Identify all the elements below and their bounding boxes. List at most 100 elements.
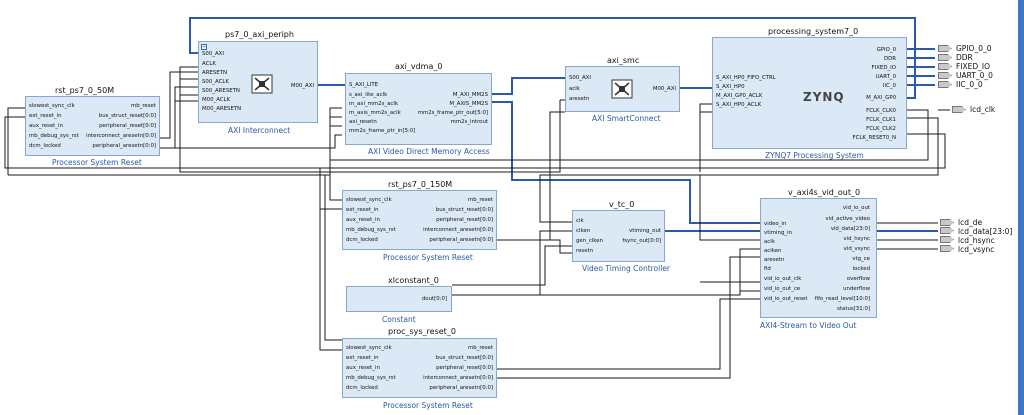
- port-in[interactable]: S_AXI_HP0_ACLK: [716, 102, 762, 108]
- port-in[interactable]: fid: [764, 266, 771, 272]
- port-in[interactable]: vid_io_out_ce: [764, 286, 801, 292]
- port-out[interactable]: M_AXI_GP0: [866, 95, 896, 101]
- port-in[interactable]: slowest_sync_clk: [346, 345, 392, 351]
- port-in[interactable]: vid_io_out_reset: [764, 296, 808, 302]
- port-in[interactable]: slowest_sync_clk: [346, 197, 392, 203]
- block-axi-vdma-0[interactable]: S_AXI_LITE s_axi_lite_aclk m_axi_mm2s_ac…: [345, 73, 492, 145]
- port-in[interactable]: ARESETN: [202, 70, 227, 76]
- port-out[interactable]: underflow: [843, 286, 870, 292]
- block-rst-ps7-0-50m[interactable]: slowest_sync_clk ext_reset_in aux_reset_…: [25, 96, 160, 156]
- port-in[interactable]: dcm_locked: [346, 385, 378, 391]
- port-in[interactable]: dcm_locked: [346, 237, 378, 243]
- port-out[interactable]: vtg_ce: [852, 256, 870, 262]
- port-out[interactable]: vtiming_out: [629, 228, 661, 234]
- port-in[interactable]: S00_AXI: [569, 75, 591, 81]
- external-port-lcd-data[interactable]: lcd_data[23:0]: [958, 227, 1013, 236]
- port-out[interactable]: peripheral_reset[0:0]: [99, 123, 156, 129]
- port-in[interactable]: aclken: [764, 248, 782, 254]
- port-out[interactable]: mb_reset: [467, 345, 493, 351]
- port-out[interactable]: IIC_0: [882, 83, 896, 89]
- port-out[interactable]: interconnect_aresetn[0:0]: [423, 227, 493, 233]
- external-port-fixed-io[interactable]: FIXED_IO: [956, 62, 991, 71]
- port-out[interactable]: FCLK_CLK2: [866, 126, 896, 132]
- port-out[interactable]: status[31:0]: [837, 306, 870, 312]
- port-in[interactable]: aclk: [764, 239, 775, 245]
- port-in[interactable]: aux_reset_in: [346, 217, 380, 223]
- port-out[interactable]: FCLK_CLK1: [866, 117, 896, 123]
- port-out[interactable]: FCLK_RESET0_N: [852, 135, 896, 141]
- external-port-iic[interactable]: IIC_0_0: [956, 80, 983, 89]
- port-in[interactable]: aux_reset_in: [346, 365, 380, 371]
- port-in[interactable]: s_axi_lite_aclk: [349, 92, 388, 98]
- port-in[interactable]: m_axi_mm2s_aclk: [349, 101, 398, 107]
- port-in[interactable]: aclk: [569, 86, 580, 92]
- port-in[interactable]: slowest_sync_clk: [29, 103, 75, 109]
- port-out[interactable]: M_AXIS_MM2S: [449, 101, 488, 107]
- port-out[interactable]: dout[0:0]: [421, 296, 447, 302]
- port-in[interactable]: mb_debug_sys_rst: [346, 375, 396, 381]
- port-out[interactable]: bus_struct_reset[0:0]: [435, 355, 493, 361]
- port-out[interactable]: mb_reset: [130, 103, 156, 109]
- port-out[interactable]: fifo_read_level[10:0]: [814, 296, 870, 302]
- port-out[interactable]: mb_reset: [467, 197, 493, 203]
- block-ps7-0-axi-periph[interactable]: + S00_AXI ACLK ARESETN S00_ACLK S00_ARES…: [198, 41, 318, 123]
- port-out[interactable]: vid_active_video: [825, 216, 870, 222]
- port-in[interactable]: vid_io_out_clk: [764, 276, 802, 282]
- port-out[interactable]: vid_vsync: [843, 246, 870, 252]
- collapse-icon[interactable]: +: [201, 44, 207, 50]
- port-in[interactable]: mb_debug_sys_rst: [29, 133, 79, 139]
- block-processing-system7-0[interactable]: S_AXI_HP0_FIFO_CTRL S_AXI_HP0 M_AXI_GP0_…: [712, 37, 907, 149]
- external-port-uart[interactable]: UART_0_0: [956, 71, 993, 80]
- port-out[interactable]: locked: [852, 266, 870, 272]
- port-out[interactable]: FCLK_CLK0: [866, 108, 896, 114]
- port-in[interactable]: S00_AXI: [202, 51, 224, 57]
- port-out[interactable]: peripheral_reset[0:0]: [436, 365, 493, 371]
- port-out[interactable]: vid_hsync: [843, 236, 870, 242]
- port-out[interactable]: bus_struct_reset[0:0]: [98, 113, 156, 119]
- port-in[interactable]: ext_reset_in: [29, 113, 62, 119]
- external-port-lcd-de[interactable]: lcd_de: [958, 218, 983, 227]
- port-in[interactable]: M_AXI_GP0_ACLK: [716, 93, 763, 99]
- port-out[interactable]: M_AXI_MM2S: [452, 92, 488, 98]
- port-in[interactable]: mm2s_frame_ptr_in[5:0]: [349, 128, 416, 134]
- block-rst-ps7-0-150m[interactable]: slowest_sync_clk ext_reset_in aux_reset_…: [342, 190, 497, 250]
- port-in[interactable]: clken: [576, 228, 591, 234]
- port-out[interactable]: peripheral_reset[0:0]: [436, 217, 493, 223]
- port-out[interactable]: fsync_out[0:0]: [622, 238, 661, 244]
- port-in[interactable]: aresetn: [569, 96, 590, 102]
- port-out[interactable]: mm2s_introut: [450, 119, 488, 125]
- external-port-gpio[interactable]: GPIO_0_0: [956, 44, 992, 53]
- port-out[interactable]: FIXED_IO: [871, 65, 896, 71]
- port-in[interactable]: S_AXI_HP0: [716, 84, 745, 90]
- port-in[interactable]: S00_ACLK: [202, 79, 229, 85]
- port-out[interactable]: vid_data[23:0]: [830, 226, 870, 232]
- port-in[interactable]: ext_reset_in: [346, 355, 379, 361]
- port-out[interactable]: DDR: [883, 56, 896, 62]
- block-v-axi4s-vid-out-0[interactable]: video_in vtiming_in aclk aclken aresetn …: [760, 198, 877, 318]
- port-in[interactable]: aresetn: [764, 257, 785, 263]
- port-in[interactable]: resetn: [576, 248, 594, 254]
- port-out[interactable]: mm2s_frame_ptr_out[5:0]: [417, 110, 488, 116]
- port-in[interactable]: gen_clken: [576, 238, 603, 244]
- block-xlconstant-0[interactable]: dout[0:0]: [346, 286, 452, 312]
- port-out[interactable]: vid_io_out: [842, 205, 870, 211]
- port-in[interactable]: M00_ACLK: [202, 97, 231, 103]
- port-in[interactable]: clk: [576, 218, 584, 224]
- port-in[interactable]: M00_ARESETN: [202, 106, 242, 112]
- port-out[interactable]: overflow: [846, 276, 870, 282]
- port-in[interactable]: ext_reset_in: [346, 207, 379, 213]
- port-in[interactable]: aux_reset_in: [29, 123, 63, 129]
- port-in[interactable]: vtiming_in: [764, 230, 792, 236]
- port-out[interactable]: bus_struct_reset[0:0]: [435, 207, 493, 213]
- port-in[interactable]: ACLK: [202, 61, 216, 67]
- port-in[interactable]: S_AXI_LITE: [349, 82, 379, 88]
- port-in[interactable]: S00_ARESETN: [202, 88, 240, 94]
- port-out[interactable]: interconnect_aresetn[0:0]: [86, 133, 156, 139]
- port-out[interactable]: peripheral_aresetn[0:0]: [92, 143, 156, 149]
- port-in[interactable]: video_in: [764, 221, 787, 227]
- block-axi-smc[interactable]: S00_AXI aclk aresetn M00_AXI: [565, 66, 680, 112]
- port-out[interactable]: GPIO_0: [876, 47, 896, 53]
- block-v-tc-0[interactable]: clk clken gen_clken resetn vtiming_out f…: [572, 210, 665, 262]
- external-port-ddr[interactable]: DDR: [956, 53, 973, 62]
- port-out[interactable]: UART_0: [875, 74, 896, 80]
